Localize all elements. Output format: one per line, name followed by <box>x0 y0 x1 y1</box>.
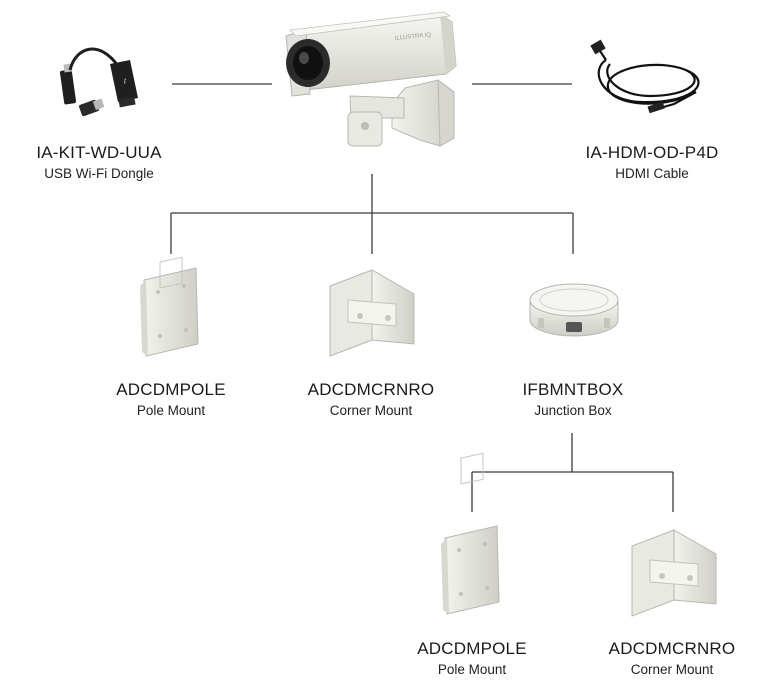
product-label-junction-box: IFBMNTBOX Junction Box <box>473 379 673 421</box>
corner-mount-icon <box>329 269 415 357</box>
product-label-usb-dongle: IA-KIT-WD-UUA USB Wi-Fi Dongle <box>0 142 199 184</box>
bullet-camera-icon: ILLUSTRA IQ <box>285 11 457 147</box>
product-description: USB Wi-Fi Dongle <box>44 166 154 181</box>
product-description: Junction Box <box>534 403 612 418</box>
product-label-corner-mount: ADCDMCRNRO Corner Mount <box>271 379 471 421</box>
product-label-corner-mount-2: ADCDMCRNRO Corner Mount <box>572 638 768 680</box>
product-description: Corner Mount <box>329 403 413 418</box>
corner-mount-icon-2 <box>631 529 717 617</box>
product-label-hdmi-cable: IA-HDM-OD-P4D HDMI Cable <box>552 142 752 184</box>
product-code: IFBMNTBOX <box>522 380 624 399</box>
product-label-pole-mount: ADCDMPOLE Pole Mount <box>71 379 271 421</box>
product-label-pole-mount-2: ADCDMPOLE Pole Mount <box>372 638 572 680</box>
camera-brand-text: ILLUSTRA IQ <box>395 32 432 42</box>
product-code: ADCDMCRNRO <box>307 380 435 399</box>
pole-mount-icon-2 <box>441 452 500 615</box>
product-description: Pole Mount <box>136 403 206 418</box>
svg-text:▪▪▪: ▪▪▪ <box>122 78 129 85</box>
product-code: IA-KIT-WD-UUA <box>36 143 162 162</box>
junction-box-icon <box>529 283 619 337</box>
pole-mount-icon <box>140 256 199 357</box>
product-description: HDMI Cable <box>615 166 689 181</box>
product-code: ADCDMPOLE <box>417 639 527 658</box>
product-code: IA-HDM-OD-P4D <box>585 143 719 162</box>
product-code: ADCDMPOLE <box>116 380 226 399</box>
product-description: Corner Mount <box>630 662 714 677</box>
usb-wifi-dongle-icon: ▪▪▪ <box>59 47 138 117</box>
hdmi-cable-icon <box>590 39 700 114</box>
product-code: ADCDMCRNRO <box>608 639 736 658</box>
connector-lines <box>170 83 674 512</box>
product-description: Pole Mount <box>437 662 507 677</box>
